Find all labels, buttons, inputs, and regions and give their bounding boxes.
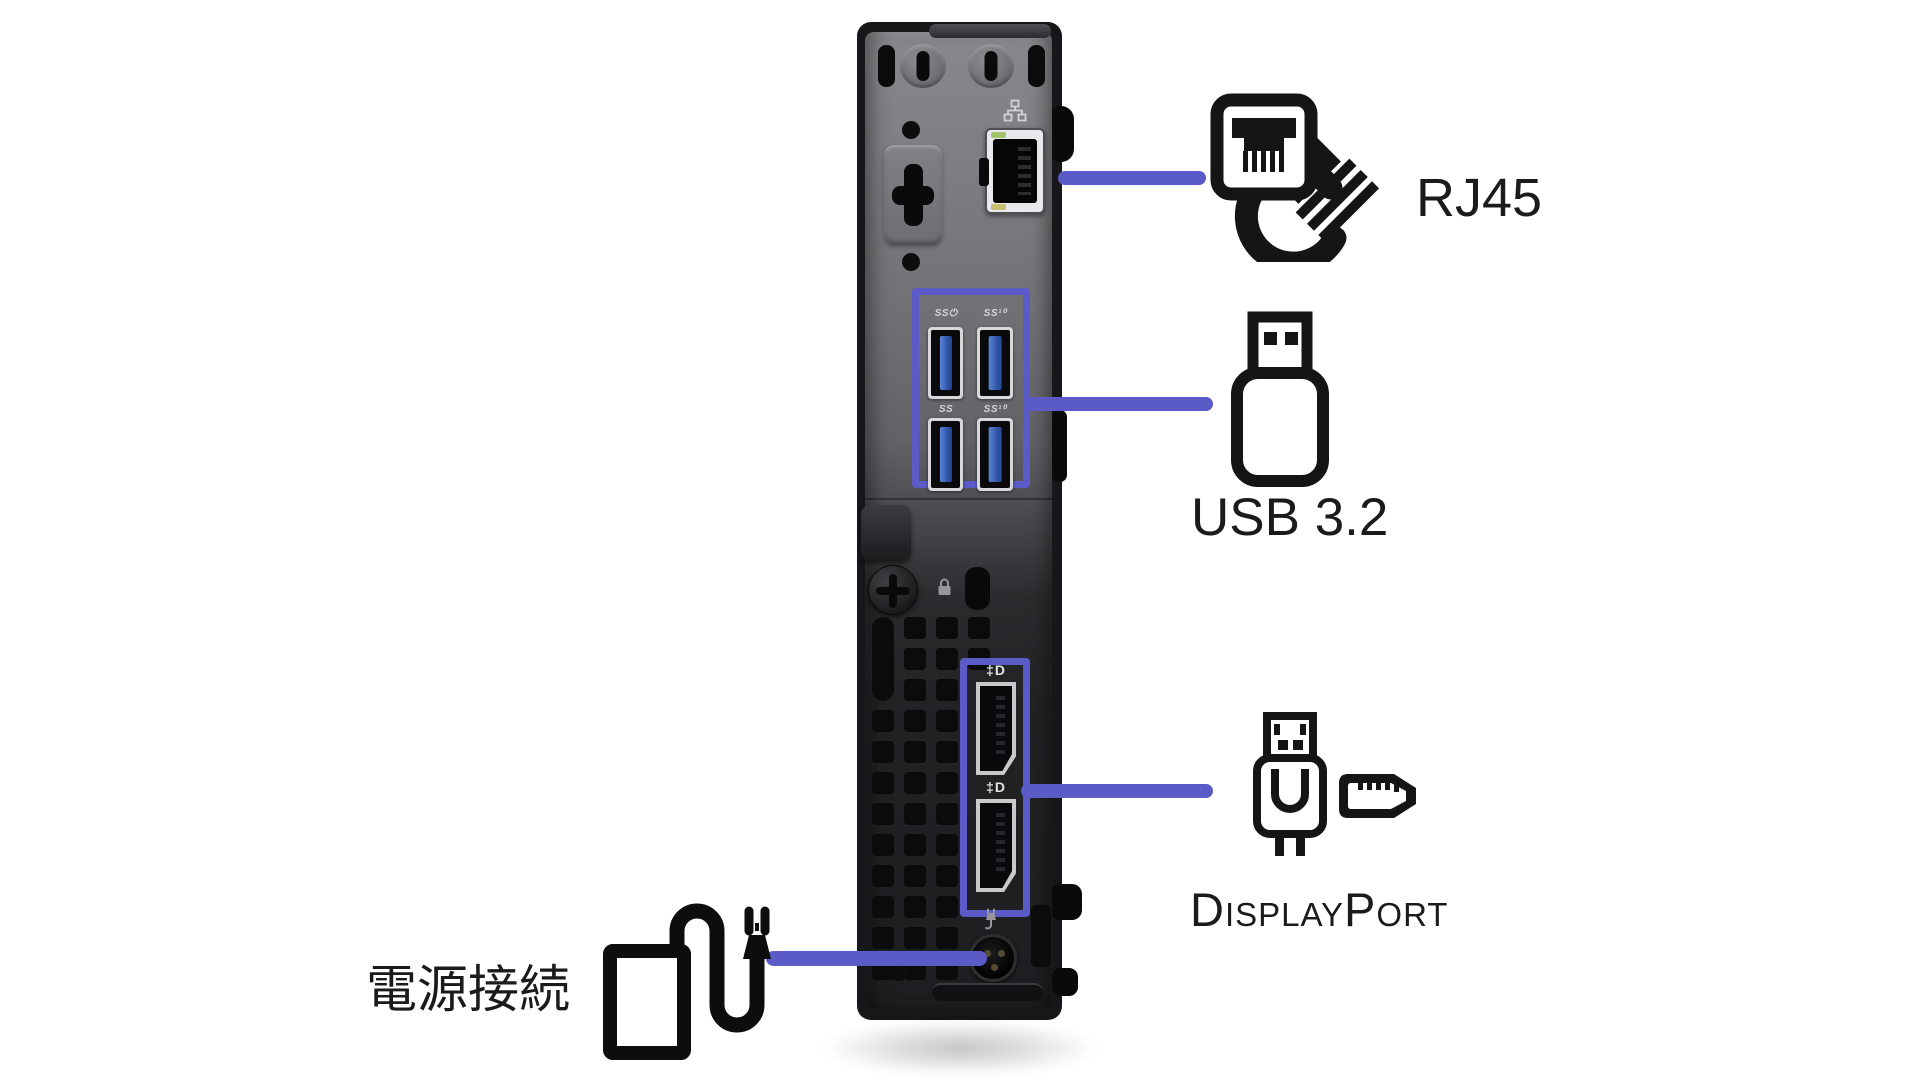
usb-port xyxy=(928,418,963,491)
vent-hole xyxy=(904,834,926,856)
vent-hole xyxy=(872,865,894,887)
power-label: 電源接続 xyxy=(366,961,571,1018)
vent-hole xyxy=(904,896,926,918)
usb-callout-line xyxy=(1023,397,1213,411)
screw-hole xyxy=(902,121,920,139)
screw-recess xyxy=(968,44,1014,88)
vent-hole xyxy=(936,617,958,639)
lan-icon xyxy=(1003,99,1027,122)
device-reflection xyxy=(820,1020,1100,1076)
vent-hole xyxy=(872,710,894,732)
vent-hole xyxy=(936,741,958,763)
vesa-mount-plate xyxy=(884,145,942,245)
power-adapter-icon xyxy=(603,903,771,1060)
mount-slot xyxy=(878,45,895,87)
vent-hole xyxy=(936,927,958,949)
side-tab xyxy=(1051,410,1067,482)
screw-hole xyxy=(890,963,908,981)
vent-hole xyxy=(872,803,894,825)
vent-hole xyxy=(872,772,894,794)
displayport-port xyxy=(976,682,1016,775)
displayport-logo: ‡D xyxy=(986,662,1006,678)
vent-hole xyxy=(904,648,926,670)
vent-hole xyxy=(936,803,958,825)
usb-label: USB 3.2 xyxy=(1191,488,1389,547)
displayport-logo: ‡D xyxy=(986,779,1006,795)
ethernet-led-green xyxy=(991,132,1006,138)
displayport-label: DisplayPort xyxy=(1190,883,1449,936)
displayport-port xyxy=(976,799,1016,892)
screw-recess xyxy=(900,44,946,88)
vent-hole xyxy=(936,710,958,732)
vent-hole xyxy=(904,803,926,825)
vent-hole xyxy=(936,772,958,794)
vent-hole xyxy=(904,741,926,763)
usb-port xyxy=(977,418,1013,491)
vent-hole xyxy=(872,927,894,949)
vent-hole xyxy=(968,617,990,639)
vent-hole xyxy=(872,834,894,856)
displayport-callout-line xyxy=(1021,784,1213,798)
vent-hole xyxy=(936,679,958,701)
rj45-label: RJ45 xyxy=(1416,168,1543,228)
cable-clip xyxy=(861,505,911,561)
vent-hole xyxy=(904,710,926,732)
kensington-lock-slot xyxy=(965,567,990,610)
vent-hole xyxy=(936,648,958,670)
vent-grid xyxy=(872,617,1012,980)
vent-hole xyxy=(904,679,926,701)
top-lip xyxy=(929,24,1051,38)
screw-hole xyxy=(902,253,920,271)
usb-port-marking: SS¹⁰ xyxy=(983,308,1007,319)
displayport-mini-connector-icon xyxy=(1339,774,1416,818)
vent-hole xyxy=(904,865,926,887)
usb-ports-highlight-box xyxy=(912,288,1030,488)
vent-hole xyxy=(936,865,958,887)
usb-plug-icon xyxy=(1231,311,1329,487)
power-plug-marking-icon xyxy=(985,908,996,930)
rj45-callout-line xyxy=(1058,171,1206,185)
ethernet-led-amber xyxy=(991,204,1006,210)
vent-slot xyxy=(1031,905,1051,967)
vent-hole xyxy=(872,741,894,763)
mount-slot xyxy=(1028,45,1045,87)
usb-port xyxy=(928,327,963,399)
rear-knob xyxy=(1052,968,1078,996)
bottom-latch xyxy=(932,983,1043,1001)
vent-hole xyxy=(904,617,926,639)
mini-pc-rear-panel: SS⏻ SS¹⁰ SS SS¹⁰ ‡D ‡D xyxy=(857,22,1082,1020)
displayport-plug-icon xyxy=(1253,712,1327,856)
panel-seam xyxy=(865,498,1052,500)
usb-port-marking: SS xyxy=(938,404,954,415)
vent-hole xyxy=(904,772,926,794)
thumbscrew xyxy=(868,565,918,615)
vent-hole xyxy=(936,834,958,856)
power-callout-line xyxy=(766,951,987,966)
vent-hole xyxy=(904,927,926,949)
usb-port xyxy=(977,327,1013,399)
vent-hole xyxy=(936,896,958,918)
rear-knob xyxy=(1050,884,1082,920)
usb-port-marking: SS⏻ xyxy=(934,308,958,319)
kensington-lock-icon xyxy=(938,578,951,595)
rj45-connector-icon xyxy=(1210,93,1380,262)
usb-port-marking: SS¹⁰ xyxy=(983,404,1007,415)
ethernet-port xyxy=(979,128,1045,214)
vent-slot xyxy=(872,617,894,701)
antenna-connector-cover xyxy=(1048,106,1074,162)
vent-hole xyxy=(872,896,894,918)
